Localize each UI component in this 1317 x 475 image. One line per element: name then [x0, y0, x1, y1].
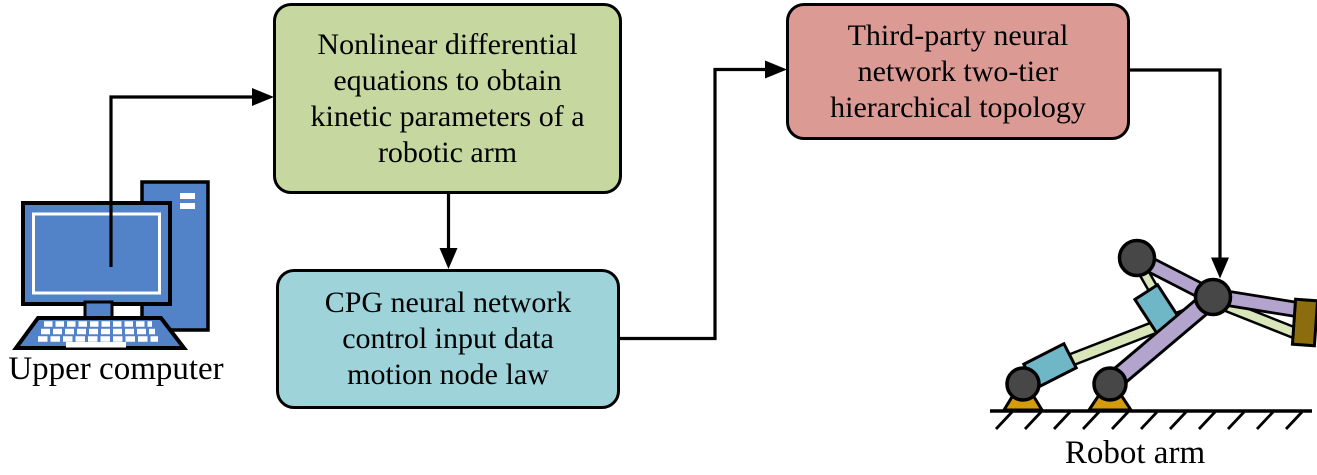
upper-computer-icon — [12, 180, 210, 350]
box-cpg-neural-network-control: CPG neural network control input data mo… — [276, 269, 620, 409]
arrowhead-into-cpg — [439, 248, 458, 269]
link-outline — [1130, 256, 1165, 302]
robot-link-green-lower — [1038, 302, 1209, 377]
robot-joints — [1005, 238, 1233, 402]
monitor-stand — [83, 300, 114, 320]
tower-slot-2 — [180, 203, 195, 209]
monitor-screen-frame — [32, 212, 161, 295]
robot-link-green-effector — [1215, 298, 1302, 339]
arrowhead-into-thirdparty — [765, 60, 787, 79]
tower-slot-1 — [180, 193, 195, 199]
box-third-party-neural-network-topology: Third-party neural network two-tier hier… — [786, 3, 1130, 140]
link-outline — [1133, 250, 1217, 305]
robot-actuator-middle — [1132, 282, 1185, 340]
link-outline — [1211, 287, 1302, 319]
robot-link-purple-effector — [1212, 290, 1301, 316]
computer-monitor — [21, 201, 172, 306]
link-outline — [1103, 288, 1220, 393]
link-outline — [1214, 295, 1303, 342]
robot-arm-label: Robot arm — [1064, 435, 1206, 471]
keyboard-spacebar — [66, 342, 126, 348]
connector-thirdparty-to-robot — [1130, 68, 1222, 261]
robot-link-green-feeder — [1132, 257, 1163, 301]
box-nonlinear-differential-equations: Nonlinear differential equations to obta… — [273, 3, 622, 194]
robot-actuator-left — [1021, 341, 1079, 391]
robot-end-effector — [1290, 297, 1317, 348]
ground-hatching — [994, 411, 1304, 430]
computer-keyboard — [12, 316, 189, 350]
link-outline — [1037, 300, 1210, 379]
robot-link-purple-top — [1134, 252, 1216, 303]
connector-cpg-to-thirdparty — [620, 67, 769, 341]
connector-computer-to-nonlinear — [109, 95, 256, 267]
robot-arm-icon — [990, 238, 1317, 430]
robot-link-purple-main — [1105, 291, 1218, 390]
computer-tower — [140, 180, 210, 332]
robot-bases — [1001, 390, 1134, 412]
arrowhead-into-robot — [1211, 257, 1229, 279]
keyboard-keys — [38, 321, 158, 342]
upper-computer-label: Upper computer — [8, 351, 224, 387]
arrowhead-into-nonlinear — [252, 88, 274, 106]
